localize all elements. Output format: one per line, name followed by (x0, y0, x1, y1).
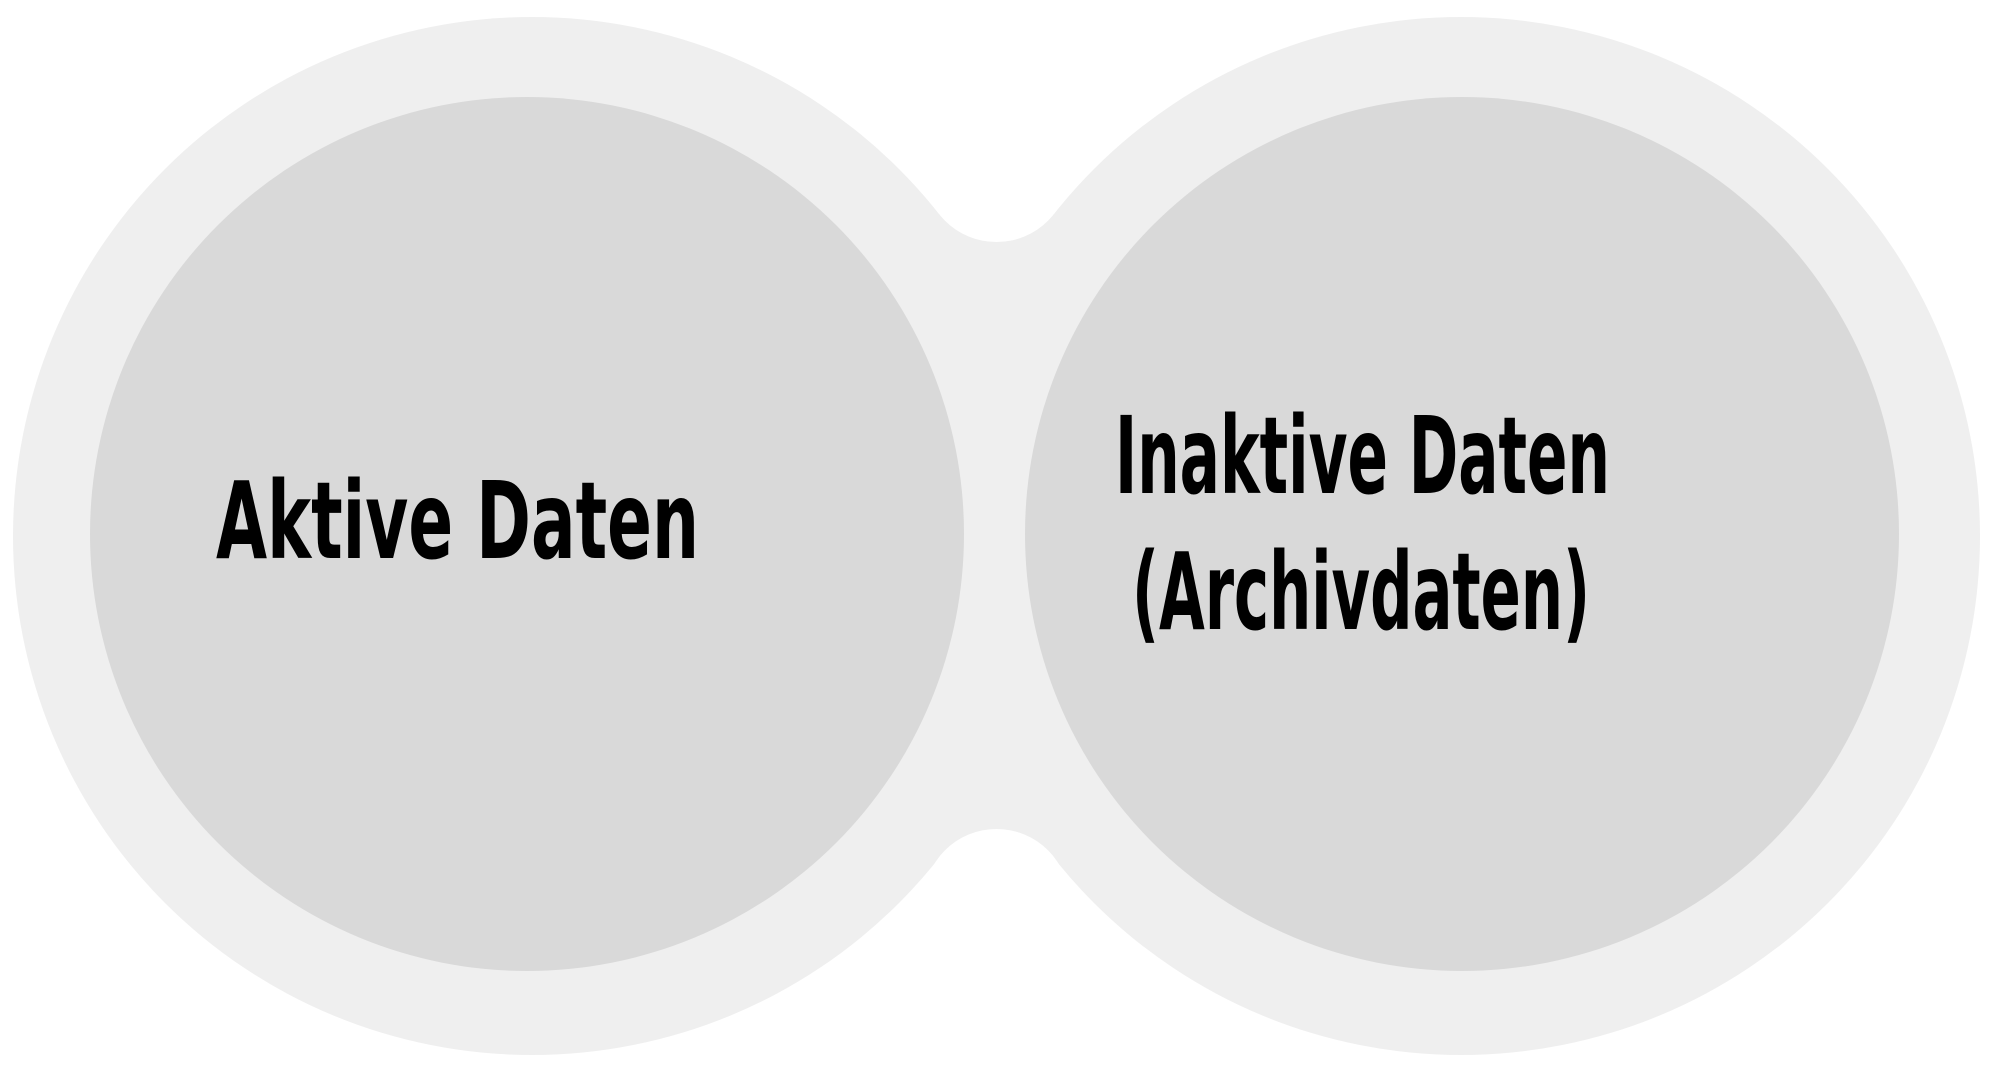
neck-notch-bottom (923, 829, 1070, 975)
inner-circle-inactive (1025, 97, 1899, 971)
node-inactive-data: Inaktive Daten (Archivdaten) (1025, 97, 1899, 971)
inner-circle-active (90, 97, 964, 971)
inactive-data-label-line2: (Archivdaten) (1132, 531, 1590, 655)
neck-notch-top (923, 96, 1070, 242)
node-active-data: Aktive Daten (90, 97, 964, 971)
active-data-label: Aktive Daten (216, 460, 699, 584)
inactive-data-label-line1: Inaktive Daten (1115, 395, 1610, 519)
